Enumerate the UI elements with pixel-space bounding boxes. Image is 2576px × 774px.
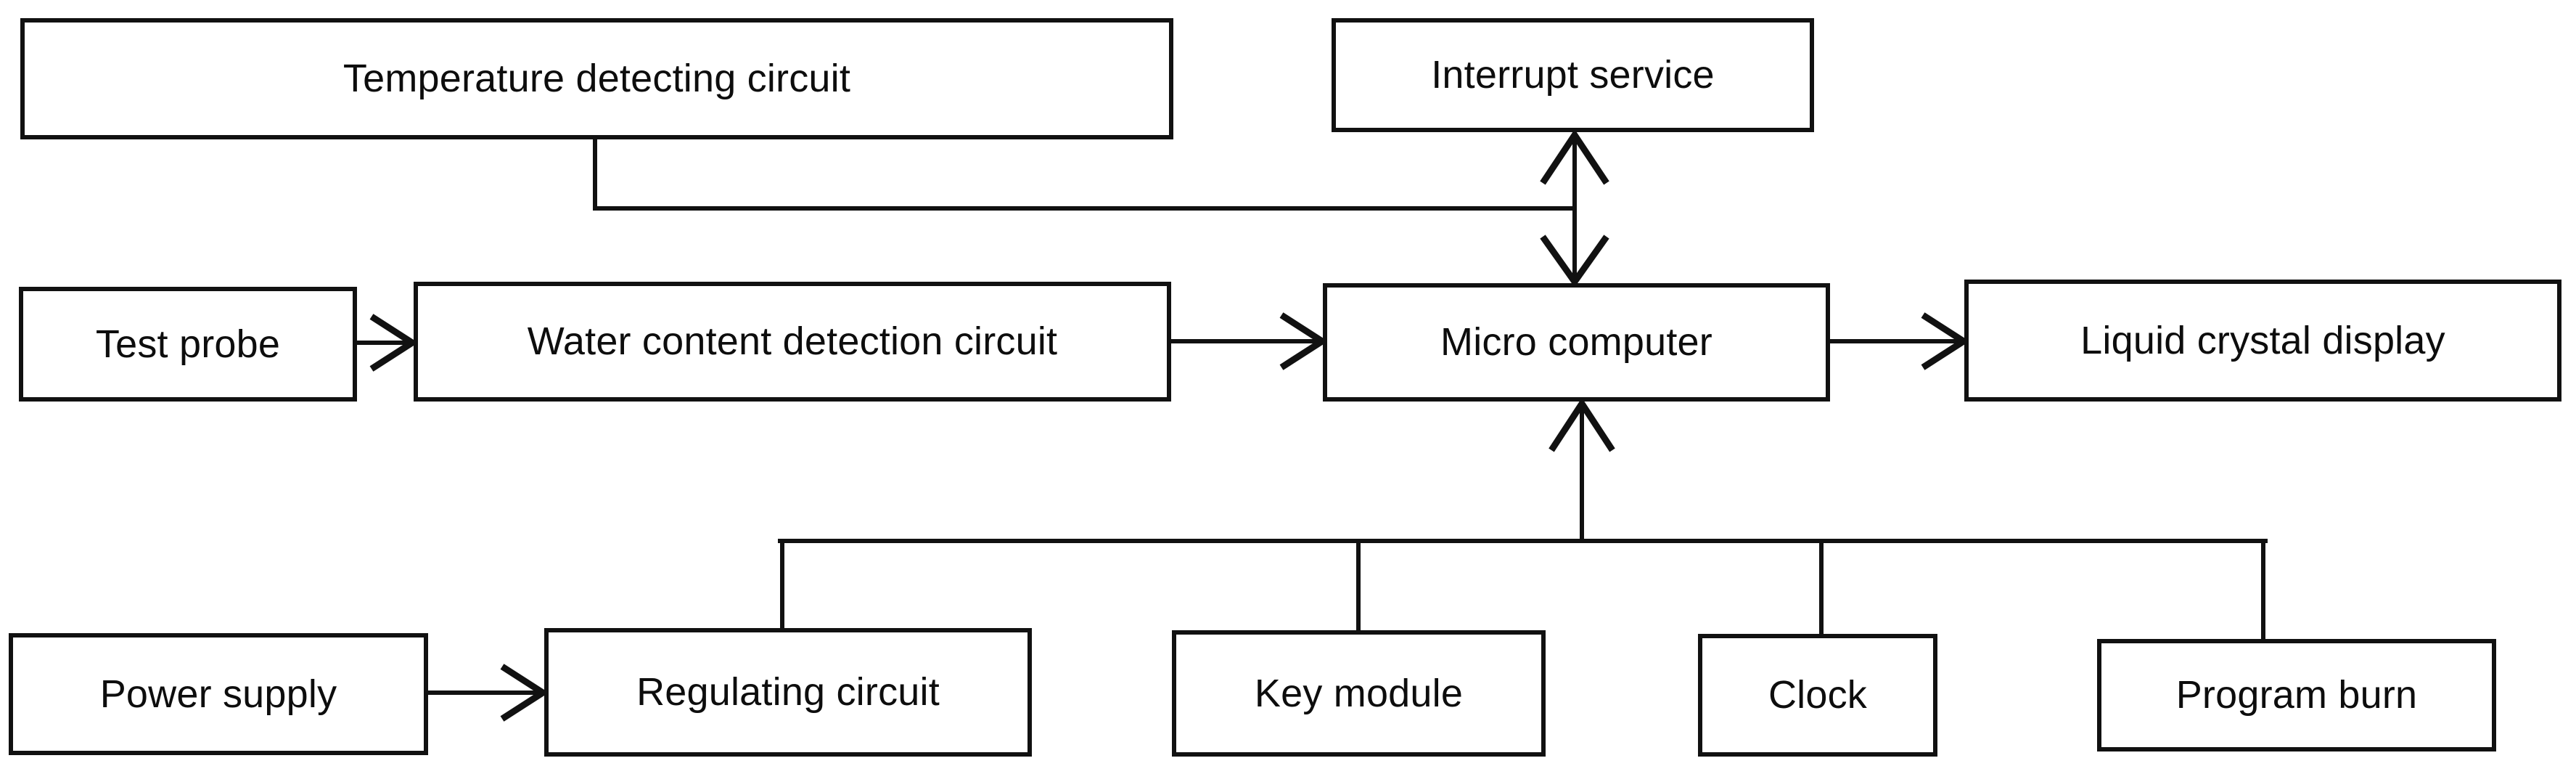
node-temperature-detecting-circuit[interactable]: Temperature detecting circuit <box>20 18 1173 139</box>
node-label-power-supply: Power supply <box>99 672 337 716</box>
node-label-program-burn: Program burn <box>2175 673 2418 717</box>
connector-test-probe-to-water-content <box>357 314 419 372</box>
connector-temperature-to-micro-computer <box>593 137 1577 211</box>
node-power-supply[interactable]: Power supply <box>9 633 428 755</box>
node-clock[interactable]: Clock <box>1698 634 1937 757</box>
node-label-interrupt-service: Interrupt service <box>1431 53 1715 97</box>
connector-interrupt-service-micro-computer <box>1540 129 1609 288</box>
node-label-liquid-crystal-display: Liquid crystal display <box>2080 318 2445 362</box>
node-water-content-detection-circuit[interactable]: Water content detection circuit <box>414 282 1171 402</box>
node-label-key-module: Key module <box>1254 671 1464 715</box>
node-key-module[interactable]: Key module <box>1172 630 1546 757</box>
node-label-test-probe: Test probe <box>95 322 281 366</box>
node-label-micro-computer: Micro computer <box>1440 320 1712 364</box>
node-label-water-content-detection-circuit: Water content detection circuit <box>527 319 1058 364</box>
connector-water-content-to-micro-computer <box>1171 312 1329 370</box>
node-label-temperature-detecting-circuit: Temperature detecting circuit <box>342 57 851 101</box>
node-liquid-crystal-display[interactable]: Liquid crystal display <box>1964 280 2561 402</box>
node-label-clock: Clock <box>1768 673 1868 717</box>
connector-power-supply-to-regulating-circuit <box>428 664 549 722</box>
node-regulating-circuit[interactable]: Regulating circuit <box>544 628 1032 757</box>
connector-micro-computer-to-display <box>1830 312 1970 370</box>
node-label-regulating-circuit: Regulating circuit <box>636 670 940 714</box>
node-program-burn[interactable]: Program burn <box>2097 639 2496 751</box>
node-micro-computer[interactable]: Micro computer <box>1323 283 1830 402</box>
connector-peripheral-bus <box>778 539 2268 640</box>
node-interrupt-service[interactable]: Interrupt service <box>1332 18 1814 132</box>
node-test-probe[interactable]: Test probe <box>19 287 357 402</box>
connector-bus-to-micro-computer <box>1549 397 1615 541</box>
